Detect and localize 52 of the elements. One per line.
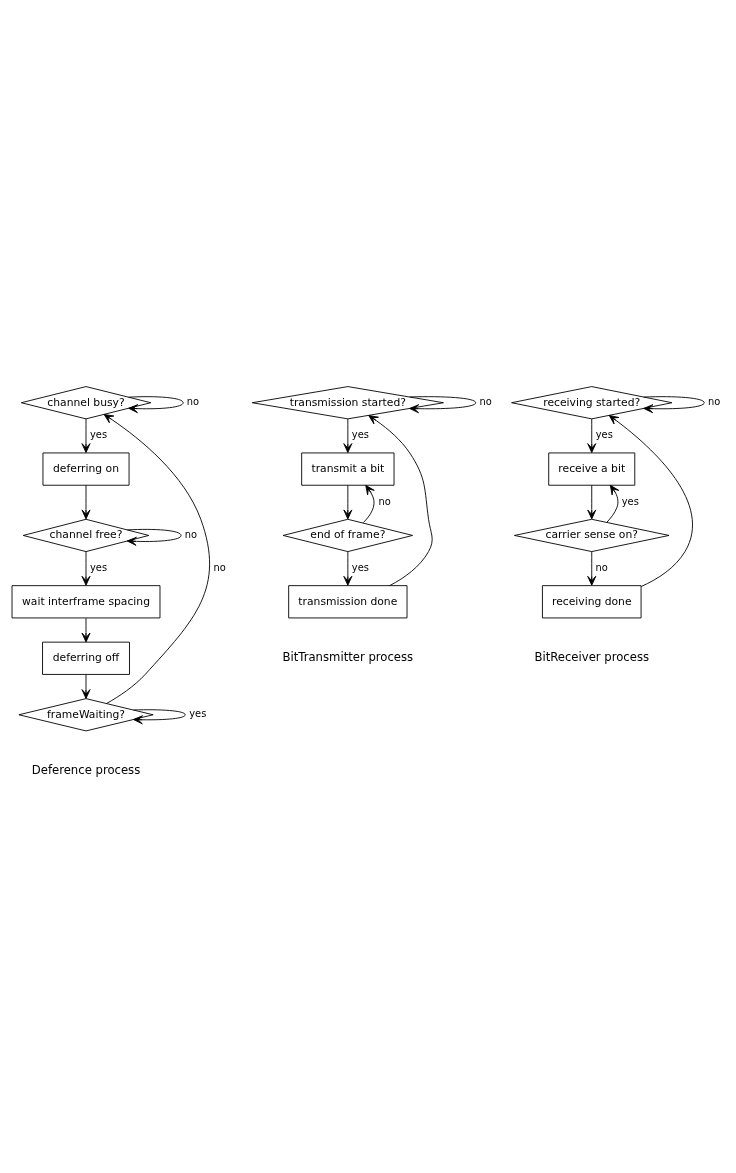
arrow <box>81 484 91 519</box>
arrow <box>587 417 597 453</box>
arrow <box>606 484 620 523</box>
arrow <box>81 550 91 586</box>
node-diamond: channel free? <box>22 518 150 552</box>
arrow <box>587 484 597 519</box>
edge-label: yes <box>351 561 369 573</box>
node-diamond: frameWaiting? <box>18 697 154 731</box>
node-box: transmission done <box>288 584 408 618</box>
node-box: transmit a bit <box>301 452 395 486</box>
node-diamond: end of frame? <box>282 518 413 552</box>
arrow <box>368 414 433 586</box>
arrow <box>409 395 477 413</box>
arrow <box>81 417 91 453</box>
edge-label: no <box>707 395 721 407</box>
edge-label: yes <box>621 495 639 507</box>
edge-label: no <box>595 561 608 573</box>
label: BitReceiver process <box>534 649 650 664</box>
node-diamond: carrier sense on? <box>514 518 670 552</box>
arrow <box>343 484 353 519</box>
node-box: wait interframe spacing <box>11 584 161 618</box>
arrow <box>343 550 353 586</box>
arrow <box>608 414 693 587</box>
edge-label: no <box>184 528 198 540</box>
edge-label: no <box>378 495 391 507</box>
label: BitTransmitter process <box>282 649 414 664</box>
node-box: deferring off <box>42 641 130 675</box>
arrow <box>128 395 184 413</box>
node-box: receive a bit <box>548 452 636 486</box>
edge-label: yes <box>90 428 108 440</box>
arrow <box>133 708 186 724</box>
arrow <box>643 395 705 413</box>
arrow <box>126 528 182 546</box>
edge-label: yes <box>90 561 108 573</box>
edge-label: yes <box>189 707 207 719</box>
edge-label: yes <box>351 428 369 440</box>
node-diamond: channel busy? <box>20 385 152 419</box>
edge-label: no <box>213 561 226 573</box>
arrow <box>103 413 211 704</box>
node-box: receiving done <box>541 584 642 618</box>
edge-label: no <box>479 395 492 407</box>
arrow <box>362 484 375 523</box>
node-diamond: receiving started? <box>511 385 673 419</box>
arrow <box>587 550 597 586</box>
arrow <box>343 417 353 453</box>
arrow <box>81 617 91 642</box>
node-box: deferring on <box>42 452 130 486</box>
edge-label: yes <box>595 428 613 440</box>
arrow <box>81 673 91 699</box>
node-diamond: transmission started? <box>251 385 444 419</box>
edge-label: no <box>186 395 200 407</box>
label: Deference process <box>31 762 141 777</box>
